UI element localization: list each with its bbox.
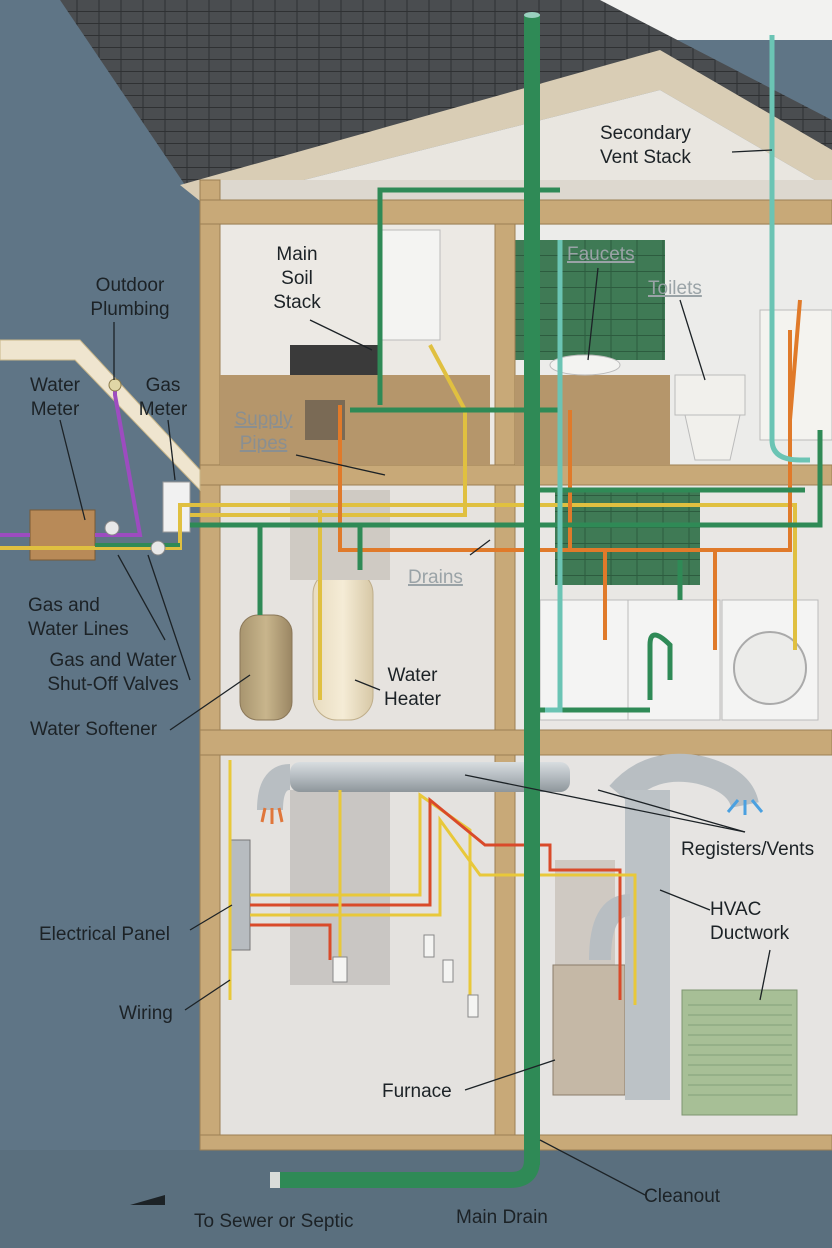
washer-sink <box>539 599 629 721</box>
wood-framing <box>199 179 832 1151</box>
main-soil-stack <box>524 15 540 1165</box>
label-cleanout: Cleanout <box>644 1186 721 1207</box>
label-water-meter: Water Meter <box>30 375 80 420</box>
ground <box>0 1150 832 1248</box>
vent-pipe <box>545 240 563 713</box>
outdoor-wall-trim <box>0 339 201 492</box>
label-toilets: Toilets <box>648 278 702 299</box>
label-drains: Drains <box>408 567 463 588</box>
register-vent-blue <box>726 799 764 815</box>
roof <box>60 0 832 190</box>
label-water-softener: Water Softener <box>30 719 158 740</box>
label-registers-vents: Registers/Vents <box>681 839 815 860</box>
electrical-panel <box>229 839 251 951</box>
secondary-vent-stack <box>769 35 810 463</box>
label-furnace: Furnace <box>382 1081 452 1102</box>
wiring <box>228 760 637 1015</box>
hot-supply-pipes <box>338 299 802 650</box>
cooktop <box>290 345 380 375</box>
water-softener <box>239 614 293 721</box>
main-drain <box>275 1159 540 1188</box>
kitchen-counter <box>220 375 490 465</box>
hvac-ductwork <box>257 753 759 1100</box>
leader-lines <box>59 149 773 1196</box>
label-hvac-ductwork: HVAC Ductwork <box>710 899 790 944</box>
label-faucets: Faucets <box>567 244 635 265</box>
label-electrical-panel: Electrical Panel <box>39 924 170 945</box>
label-secondary-vent-stack: Secondary Vent Stack <box>600 123 691 168</box>
label-gas-and-water-lines: Gas and Water Lines <box>28 595 129 640</box>
label-main-drain: Main Drain <box>456 1207 548 1228</box>
sewer-arrow <box>130 1195 165 1205</box>
label-supply-pipes: Supply Pipes <box>234 409 293 454</box>
washer <box>627 599 721 721</box>
label-shut-off-valves: Gas and Water Shut-Off Valves <box>47 650 179 695</box>
gas-lines <box>0 344 797 700</box>
register-vent-orange <box>260 807 284 824</box>
toilet-tank <box>674 374 746 416</box>
water-meter-box <box>29 509 96 561</box>
label-gas-meter: Gas Meter <box>138 375 188 420</box>
label-wiring: Wiring <box>119 1003 173 1024</box>
attic <box>205 90 832 205</box>
roof-fascia <box>180 50 832 205</box>
label-outdoor-plumbing: Outdoor Plumbing <box>90 275 170 320</box>
vanity <box>515 375 670 465</box>
kitchen-vent <box>377 187 560 405</box>
furnace <box>552 964 626 1096</box>
ac-condenser <box>681 989 798 1116</box>
label-water-heater: Water Heater <box>383 665 442 710</box>
label-main-soil-stack: Main Soil Stack <box>273 244 321 313</box>
label-to-sewer: To Sewer or Septic <box>194 1211 354 1232</box>
